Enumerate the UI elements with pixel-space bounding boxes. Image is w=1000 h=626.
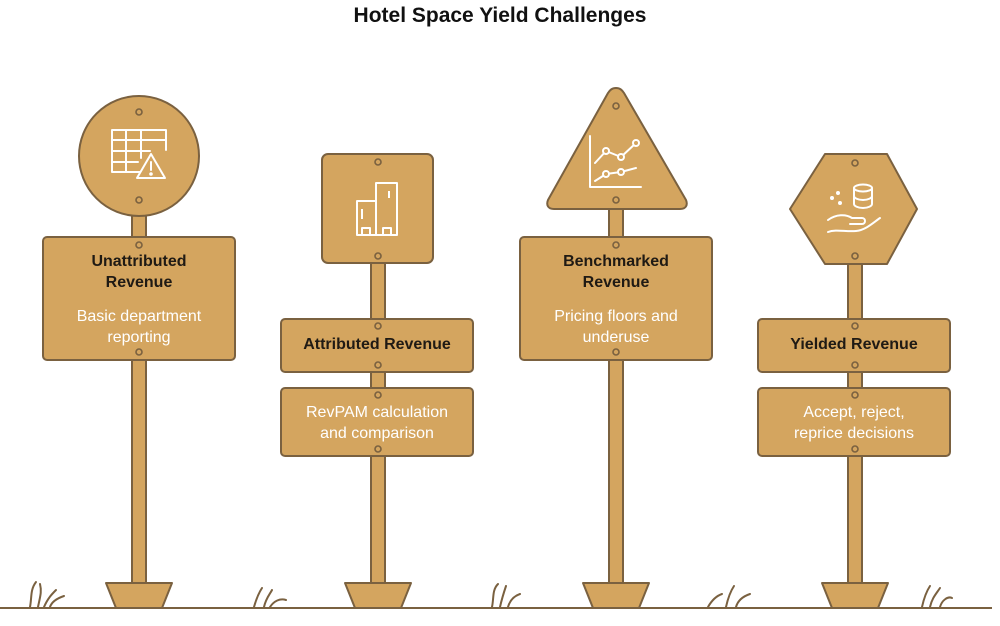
hand-coins-icon <box>827 183 881 233</box>
sign-4-hexagon <box>789 153 918 265</box>
sign-3-triangle <box>546 87 688 210</box>
sign-1-heading: Unattributed Revenue <box>91 253 187 291</box>
sign-3-description: Pricing floors and underuse <box>554 308 678 346</box>
line-chart-icon <box>589 135 642 188</box>
posts <box>131 189 863 584</box>
sign-2-square <box>321 153 434 264</box>
sign-1-description: Basic department reporting <box>76 308 202 346</box>
base-1 <box>105 582 173 609</box>
base-3 <box>582 582 650 609</box>
diagram-title: Hotel Space Yield Challenges <box>353 4 647 27</box>
sign-2-desc-board <box>280 387 474 457</box>
grass-tufts <box>29 581 953 608</box>
sign-4-description: Accept, reject, reprice decisions <box>793 404 915 442</box>
sign-3-heading: Benchmarked Revenue <box>563 253 669 291</box>
base-2 <box>344 582 412 609</box>
sign-2-heading: Attributed Revenue <box>303 336 451 353</box>
sign-1-board <box>42 236 236 361</box>
sign-1-circle <box>78 95 200 217</box>
sign-4-desc-board <box>757 387 951 457</box>
sign-3-board <box>519 236 713 361</box>
sign-4-heading-board <box>757 318 951 373</box>
buildings-icon <box>356 182 398 236</box>
base-4 <box>821 582 889 609</box>
table-warning-icon <box>111 129 167 179</box>
rivets <box>135 102 859 260</box>
sign-2-heading-board <box>280 318 474 373</box>
sign-2-description: RevPAM calculation and comparison <box>306 404 448 442</box>
bases <box>105 582 889 609</box>
sign-4-heading: Yielded Revenue <box>790 336 918 353</box>
